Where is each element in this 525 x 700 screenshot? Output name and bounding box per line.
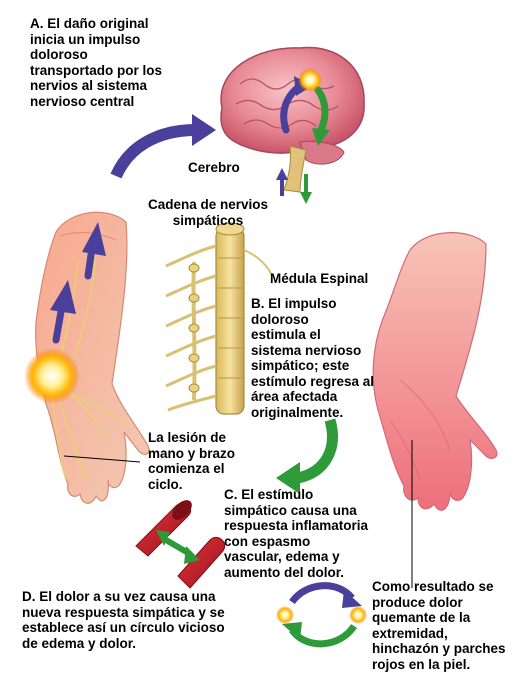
brain-icon [220, 46, 365, 193]
label-c-inflammatory-response: C. El estímulo simpático causa una respu… [224, 487, 369, 580]
label-b-pain-impulse: B. El impulso doloroso estimula el siste… [251, 296, 375, 420]
brain-pain-burst-icon [298, 68, 322, 92]
ganglia-icon [188, 263, 200, 393]
arm-signal-arrow-lower-icon [50, 280, 76, 344]
sympathetic-chain-icon [165, 244, 273, 412]
label-a-original-damage: A. El daño original inicia un impulso do… [30, 16, 163, 109]
label-sympathetic-chain: Cadena de nervios simpáticos [147, 197, 269, 228]
arrow-a-to-brain-icon [110, 114, 216, 179]
circle-pain-burst-right-icon [349, 606, 367, 624]
label-result: Como resultado se produce dolor quemante… [372, 579, 506, 672]
label-spinal-cord: Médula Espinal [270, 271, 369, 286]
brainstem-arrows-icon [276, 168, 312, 204]
arm-signal-arrow-upper-icon [82, 222, 106, 280]
spinal-cord-icon [215, 222, 245, 415]
arrow-b-to-c-icon [276, 418, 338, 494]
blood-vessel-icon [135, 500, 226, 589]
swollen-arm-icon [372, 232, 498, 511]
arm-pain-burst-icon [24, 348, 80, 404]
vicious-circle-icon [276, 582, 367, 648]
label-cerebro: Cerebro [188, 160, 240, 175]
circle-pain-burst-left-icon [276, 606, 294, 624]
label-lesion: La lesión de mano y brazo comienza el ci… [148, 430, 236, 492]
brain-signal-arrow-down-icon [312, 86, 330, 146]
label-d-vicious-circle: D. El dolor a su vez causa una nueva res… [22, 589, 225, 651]
leader-line-lesion [63, 455, 141, 463]
